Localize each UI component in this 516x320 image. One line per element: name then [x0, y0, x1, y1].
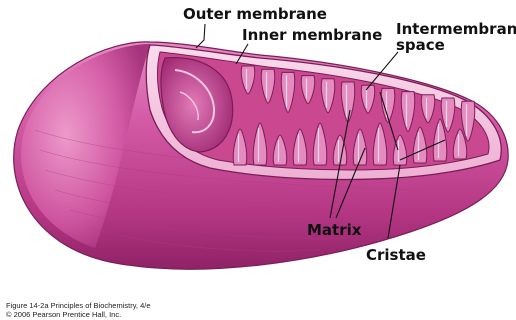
intermembrane-space-label-line1: Intermembrane: [396, 21, 516, 37]
intermembrane-space-label-line2: space: [396, 37, 445, 53]
inner-membrane-label: Inner membrane: [242, 27, 382, 43]
leader-outer-membrane: [196, 24, 205, 48]
figure-credit-line1: Figure 14-2a Principles of Biochemistry,…: [6, 301, 151, 310]
matrix-label: Matrix: [307, 222, 361, 238]
outer-membrane-label: Outer membrane: [183, 6, 327, 22]
figure-credit-line2: © 2006 Pearson Prentice Hall, Inc.: [6, 310, 121, 319]
cristae-label: Cristae: [366, 247, 426, 263]
